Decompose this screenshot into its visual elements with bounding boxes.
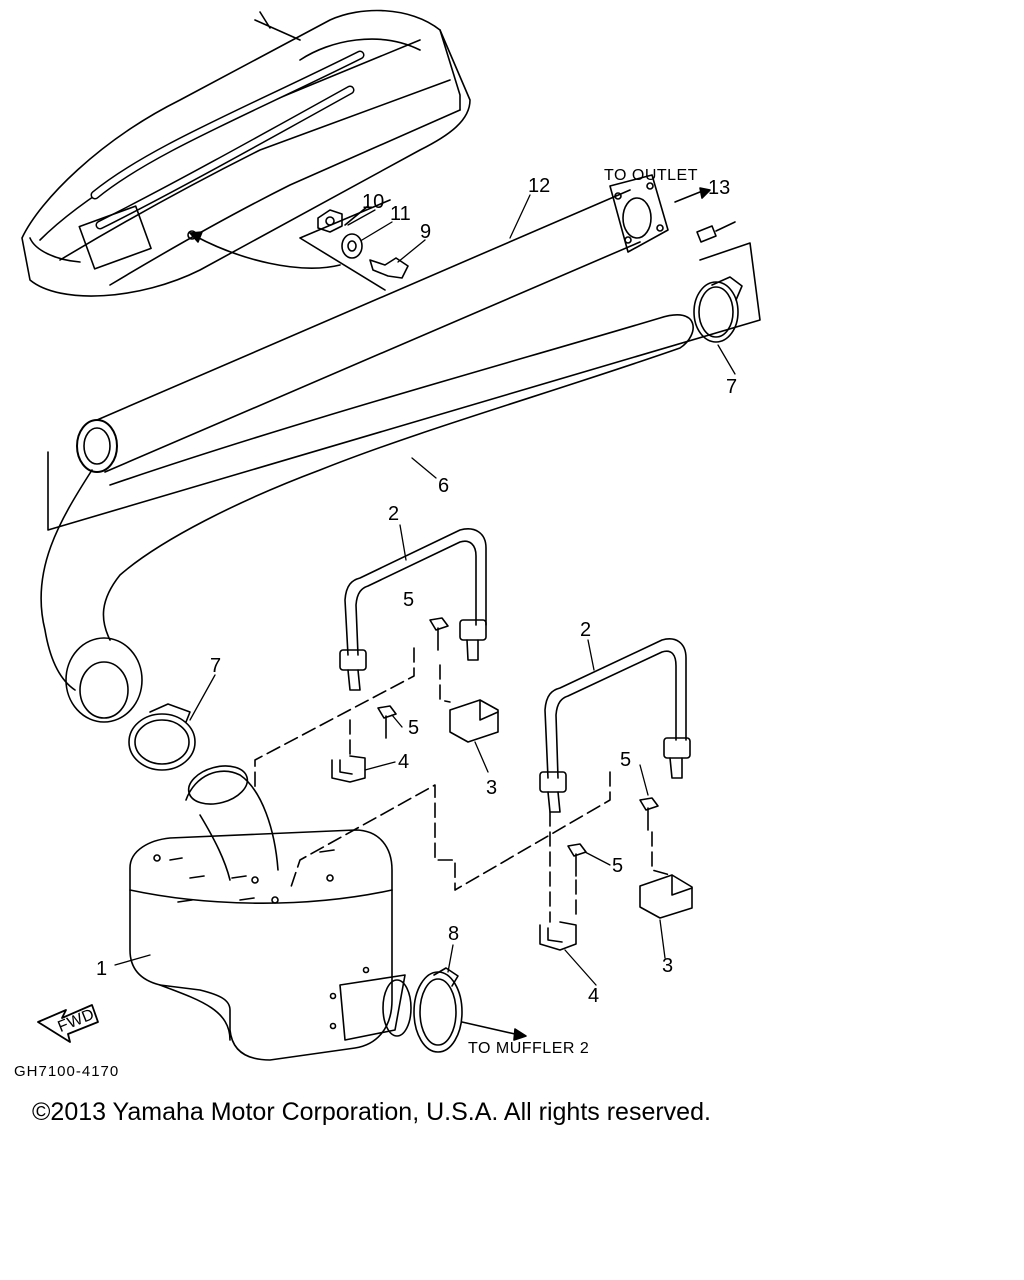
to-muffler-label: TO MUFFLER 2 — [468, 1040, 589, 1057]
callout-labels: 1 2 2 3 3 4 4 5 5 5 5 6 7 7 8 9 10 11 12… — [14, 167, 737, 1080]
muffler-outlet-clamp — [414, 968, 462, 1052]
drawing-code: GH7100-4170 — [14, 1063, 119, 1080]
exhaust-pipe-part — [48, 175, 760, 530]
hose-clamp-upper — [694, 277, 742, 342]
flush-connector-part — [370, 258, 408, 278]
leader-lines-right — [290, 772, 670, 922]
bolt-left-upper — [430, 618, 448, 650]
nut-part — [318, 210, 342, 232]
strap-hook-right — [540, 922, 576, 950]
callout-2: 2 — [388, 503, 399, 525]
callout-3: 3 — [486, 777, 497, 799]
to-muffler-arrow — [462, 1022, 526, 1040]
callout-1: 1 — [96, 958, 107, 980]
mounting-strap-right — [540, 639, 690, 812]
callout-3: 3 — [662, 955, 673, 977]
callout-5: 5 — [408, 717, 419, 739]
exhaust-hose-part — [41, 315, 693, 722]
washer-part — [342, 234, 362, 258]
plug-part — [697, 222, 735, 242]
bolt-left-lower — [378, 706, 396, 738]
bolt-right-upper — [640, 798, 658, 830]
muffler-part — [130, 760, 411, 1060]
callout-5: 5 — [612, 855, 623, 877]
flush-fitting-group — [300, 200, 408, 290]
outlet-flange — [610, 175, 668, 252]
callout-13: 13 — [708, 177, 730, 199]
mounting-strap-left — [340, 529, 486, 690]
callout-9: 9 — [420, 221, 431, 243]
fwd-arrow-icon — [38, 1005, 98, 1042]
hose-end — [66, 638, 142, 722]
callout-7: 7 — [210, 655, 221, 677]
callout-10: 10 — [362, 191, 384, 213]
strap-bracket-right — [640, 875, 692, 918]
callout-7: 7 — [726, 376, 737, 398]
callout-12: 12 — [528, 175, 550, 197]
strap-hook-left — [332, 756, 365, 782]
callout-leaders — [115, 195, 735, 985]
callout-6: 6 — [438, 475, 449, 497]
leader-lines-left — [255, 648, 450, 790]
callout-2: 2 — [580, 619, 591, 641]
callout-5: 5 — [403, 589, 414, 611]
callout-4: 4 — [588, 985, 599, 1007]
callout-11: 11 — [390, 203, 411, 225]
exhaust-parts-diagram: 1 2 2 3 3 4 4 5 5 5 5 6 7 7 8 9 10 11 12… — [14, 0, 1024, 1080]
copyright-notice: ©2013 Yamaha Motor Corporation, U.S.A. A… — [32, 1098, 711, 1126]
to-outlet-arrow — [675, 188, 710, 202]
watercraft-overview — [22, 11, 470, 297]
strap-bracket-left — [450, 700, 498, 742]
callout-5: 5 — [620, 749, 631, 771]
bolt-right-lower — [568, 844, 586, 876]
callout-8: 8 — [448, 923, 459, 945]
to-outlet-label: TO OUTLET — [604, 167, 698, 184]
callout-4: 4 — [398, 751, 409, 773]
hose-clamp-lower — [129, 704, 195, 770]
